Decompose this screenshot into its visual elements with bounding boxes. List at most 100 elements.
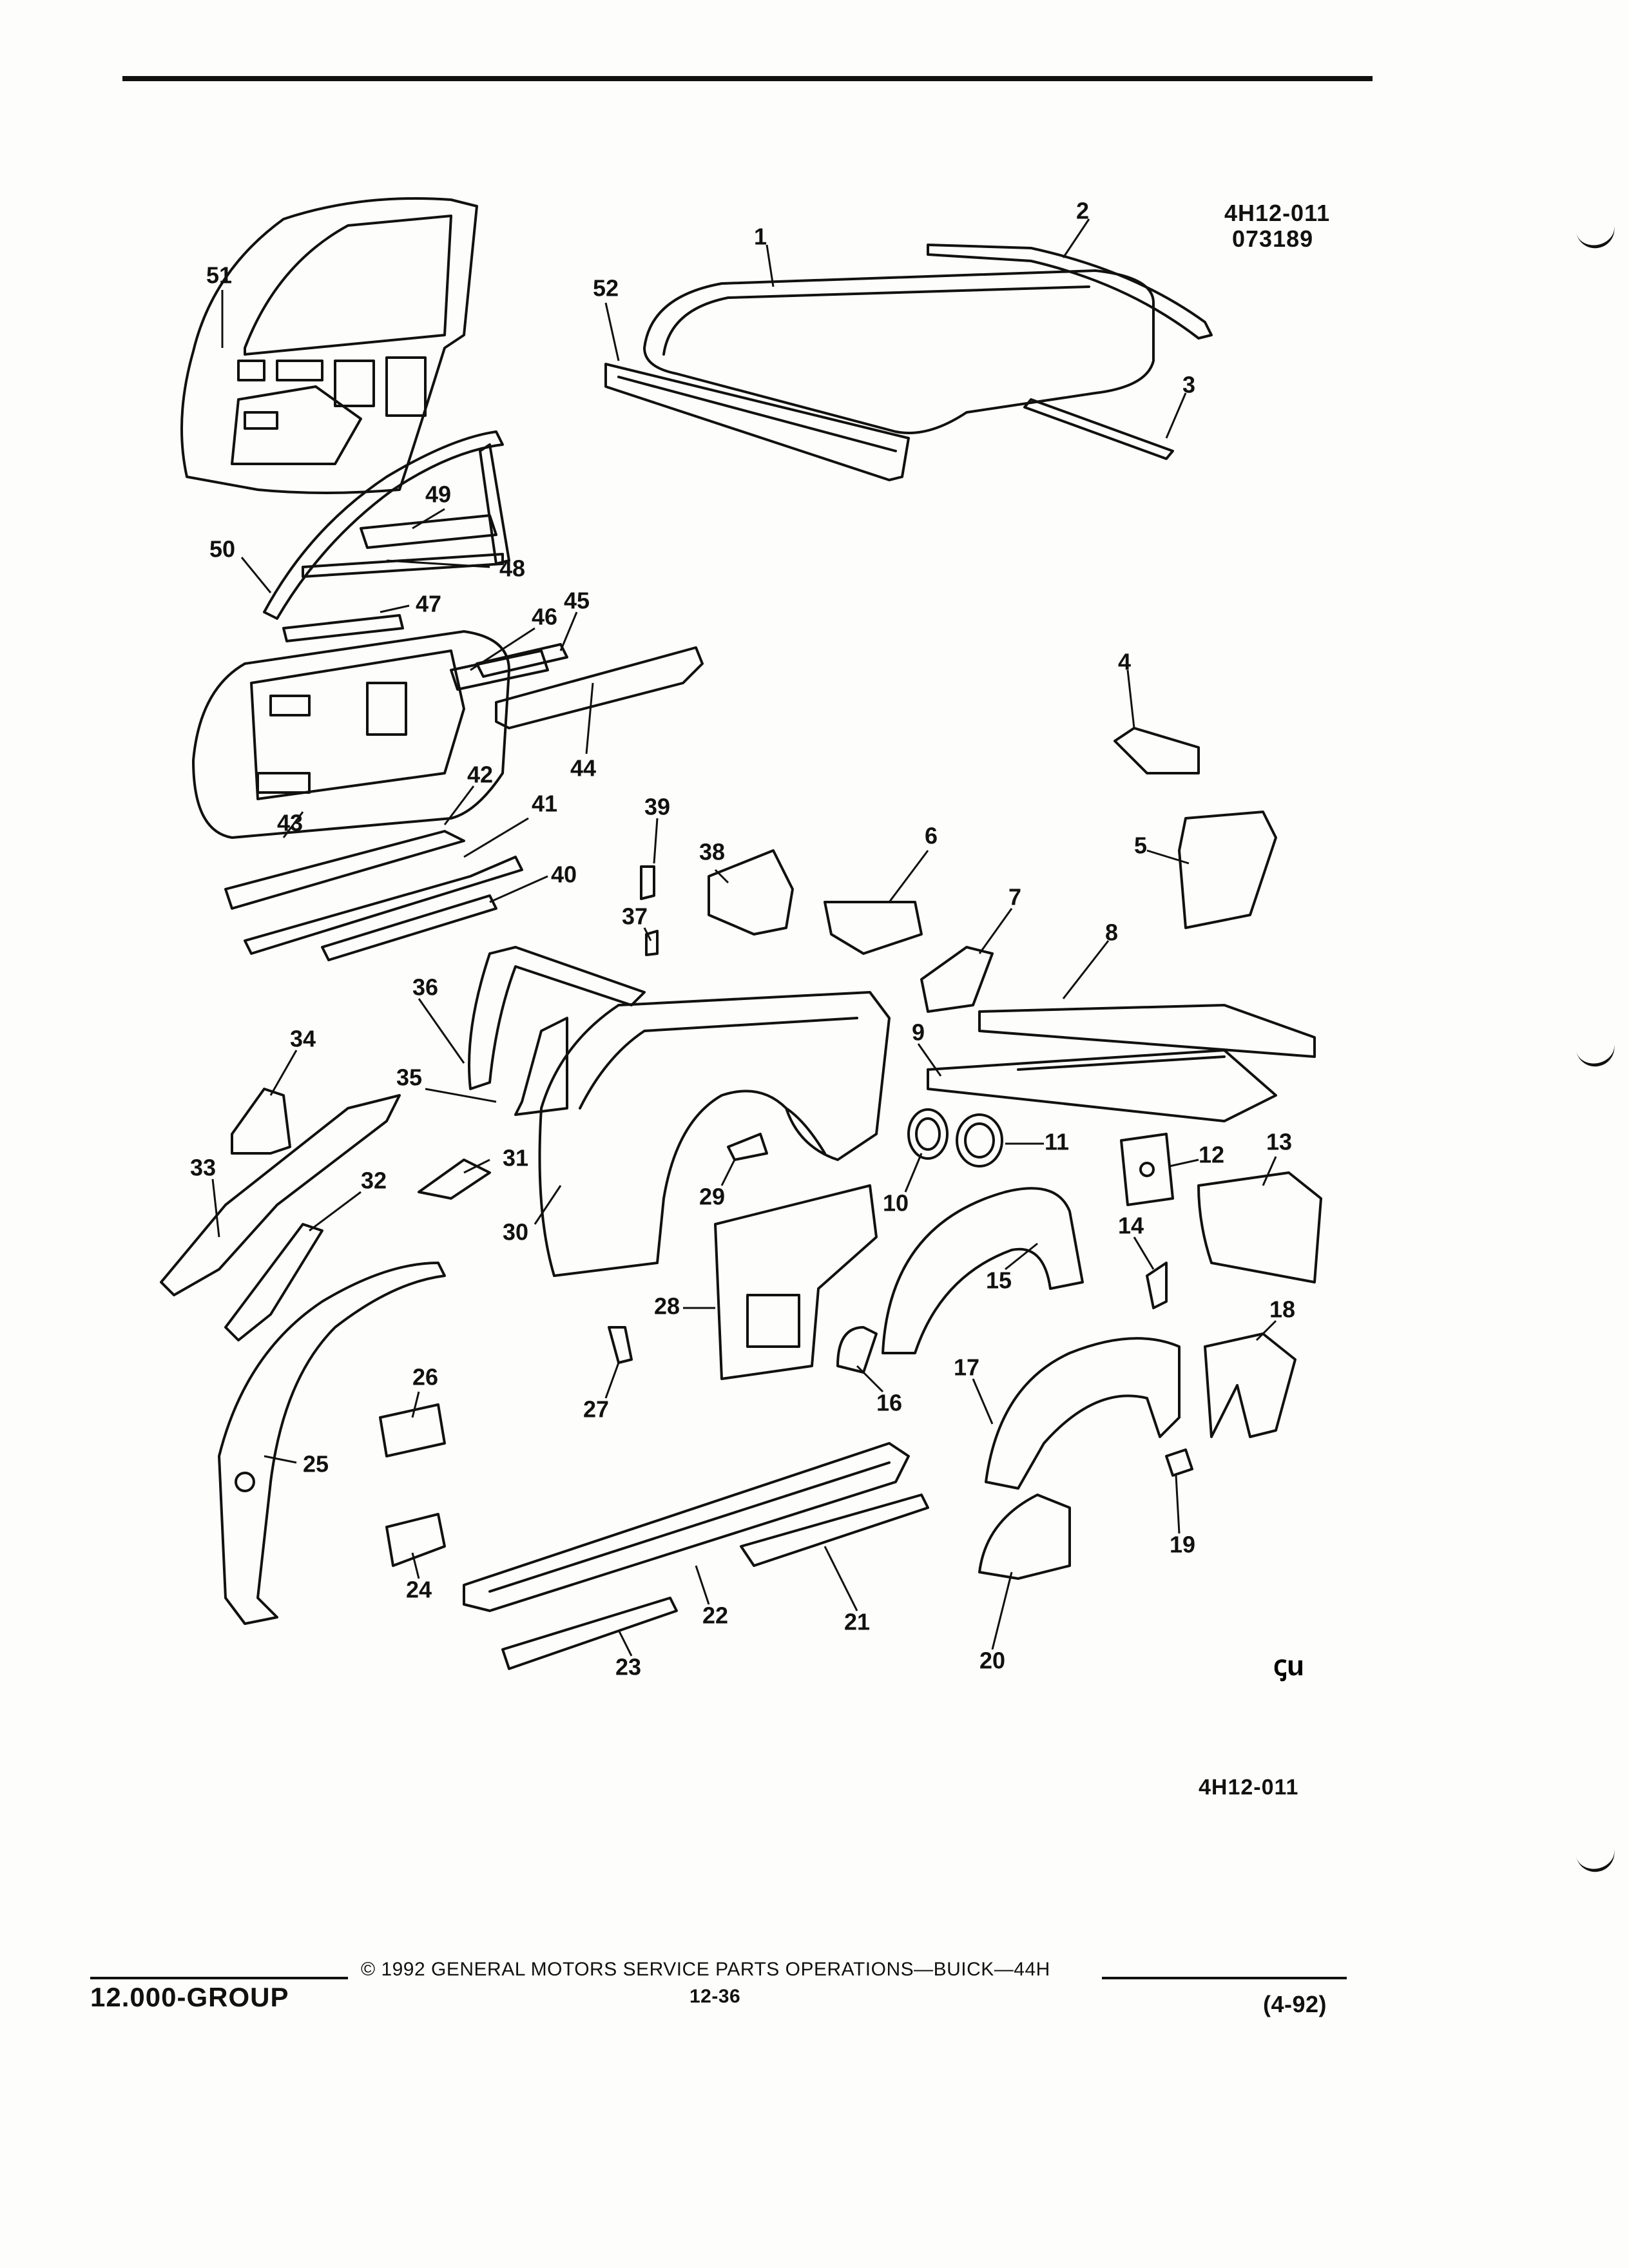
part-crossmember-8: [978, 1004, 1316, 1058]
revision-label: (4-92): [1263, 1991, 1327, 2017]
part-panel-13: [1197, 1171, 1322, 1283]
part-roof-rail: [927, 244, 1213, 340]
callout-23: 23: [615, 1654, 641, 1680]
callout-45: 45: [564, 588, 590, 614]
callout-34: 34: [290, 1026, 316, 1052]
callout-17: 17: [954, 1354, 979, 1381]
part-inner-quarter-28: [714, 1184, 878, 1380]
top-rule: [122, 76, 1373, 81]
part-window-frame: [263, 430, 504, 620]
part-strip-40: [321, 894, 497, 961]
part-pillar-35: [514, 1017, 568, 1116]
part-bracket-4: [1113, 727, 1200, 774]
callout-24: 24: [406, 1577, 432, 1603]
callout-8: 8: [1105, 919, 1118, 946]
part-bracket-26: [379, 1403, 446, 1457]
part-roof-bow: [1023, 398, 1174, 460]
callout-3: 3: [1182, 372, 1195, 398]
callout-37: 37: [622, 903, 648, 930]
footer-rule-right: [1102, 1977, 1347, 1979]
part-sealing-strip-49: [360, 514, 497, 549]
callout-38: 38: [699, 839, 725, 865]
callout-12: 12: [1199, 1142, 1224, 1168]
logo-mark: ꞔu: [1273, 1650, 1304, 1682]
part-bracket-39: [640, 865, 655, 900]
part-glass-run: [479, 443, 510, 565]
callout-33: 33: [190, 1155, 216, 1181]
callout-32: 32: [361, 1168, 387, 1194]
part-panel-5: [1178, 811, 1277, 929]
callout-25: 25: [303, 1451, 329, 1477]
callout-20: 20: [979, 1648, 1005, 1674]
part-strip-42: [224, 830, 465, 910]
callout-40: 40: [551, 861, 577, 888]
callout-1: 1: [754, 224, 767, 250]
callout-11: 11: [1045, 1129, 1069, 1155]
callout-15: 15: [986, 1267, 1012, 1294]
part-roof-panel: [643, 269, 1155, 434]
part-bracket-27: [608, 1326, 633, 1364]
part-channel-47: [282, 614, 404, 642]
callout-42: 42: [467, 762, 493, 788]
callout-22: 22: [702, 1602, 728, 1629]
callout-35: 35: [396, 1064, 422, 1091]
part-reinforcement-38: [708, 849, 794, 936]
callout-4: 4: [1118, 649, 1131, 675]
part-bracket-29: [727, 1133, 768, 1161]
callout-46: 46: [532, 604, 557, 630]
part-bracket-37: [645, 930, 659, 956]
part-header: [604, 363, 910, 481]
part-panel-6: [824, 901, 923, 955]
part-belt-45: [476, 643, 568, 678]
callout-48: 48: [499, 555, 525, 582]
footer-rule-left: [90, 1977, 348, 1979]
callout-49: 49: [425, 481, 451, 508]
copyright-text: © 1992 GENERAL MOTORS SERVICE PARTS OPER…: [361, 1959, 1050, 1980]
part-quarter-panel-30: [538, 991, 891, 1277]
callout-7: 7: [1008, 884, 1021, 910]
callout-10: 10: [883, 1190, 909, 1216]
part-grommet-11: [956, 1113, 1003, 1168]
callout-41: 41: [532, 791, 557, 817]
part-rocker-44: [495, 646, 704, 729]
callout-31: 31: [503, 1145, 528, 1171]
part-belt-46: [450, 649, 549, 691]
part-bracket-24: [385, 1513, 446, 1567]
callout-14: 14: [1118, 1213, 1144, 1239]
callout-28: 28: [654, 1293, 680, 1320]
part-bracket-34: [231, 1088, 291, 1155]
part-panel-18: [1204, 1332, 1296, 1438]
callout-36: 36: [412, 974, 438, 1001]
date-code: 073189: [1232, 226, 1314, 252]
part-wheelhouse-17: [985, 1337, 1181, 1490]
group-label: 12.000-GROUP: [90, 1982, 289, 2012]
figure-code: 4H12-011: [1224, 200, 1331, 226]
callout-19: 19: [1170, 1532, 1195, 1558]
callout-2: 2: [1076, 198, 1089, 224]
part-wheelhouse-15: [882, 1187, 1084, 1354]
callout-44: 44: [570, 755, 596, 782]
callout-47: 47: [416, 591, 441, 617]
callout-6: 6: [925, 823, 938, 849]
part-strip-41: [244, 856, 523, 955]
callout-50: 50: [209, 536, 235, 562]
part-bracket-19: [1165, 1448, 1193, 1477]
callout-13: 13: [1266, 1129, 1292, 1155]
part-plate-12: [1120, 1133, 1174, 1206]
callout-29: 29: [699, 1184, 725, 1210]
callout-5: 5: [1134, 832, 1147, 859]
part-extension-20: [978, 1494, 1071, 1580]
part-rail-33: [160, 1094, 401, 1296]
part-sealing-strip-48: [302, 553, 504, 578]
callout-27: 27: [583, 1396, 609, 1423]
part-pillar-36: [468, 946, 646, 1090]
callout-30: 30: [503, 1219, 528, 1245]
part-support-21: [740, 1494, 929, 1567]
part-shelf-9: [927, 1049, 1277, 1122]
part-cover-16: [836, 1326, 878, 1374]
part-support-23: [501, 1597, 678, 1670]
part-door-43: [192, 630, 510, 839]
callout-51: 51: [206, 262, 232, 289]
